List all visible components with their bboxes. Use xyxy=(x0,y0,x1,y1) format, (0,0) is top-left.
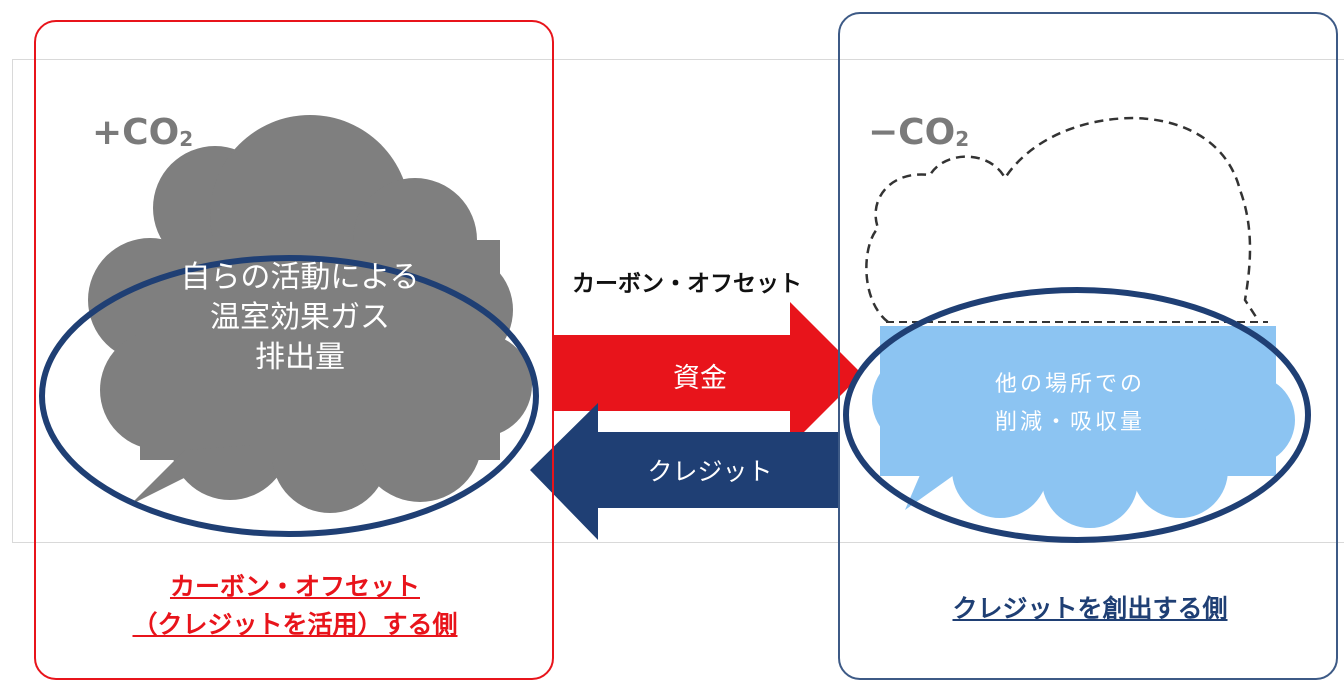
diagram-graphics xyxy=(39,115,1311,543)
credit-creator-label: クレジットを創出する側 xyxy=(952,594,1228,623)
minus-co2-label: −CO2 xyxy=(868,112,970,153)
carbon-offset-label: カーボン・オフセット xyxy=(572,271,802,297)
absorption-line-2: 削減・吸収量 xyxy=(994,410,1145,435)
emission-line-3: 排出量 xyxy=(255,340,345,375)
credit-label: クレジット xyxy=(647,457,773,486)
absorption-cloud-text: 他の場所での 削減・吸収量 xyxy=(960,366,1180,442)
emission-line-1: 自らの活動による xyxy=(180,260,420,295)
emission-line-2: 温室効果ガス xyxy=(210,300,390,335)
left-highlight-ellipse xyxy=(39,255,539,537)
offsetting-side-label: カーボン・オフセット （クレジットを活用）する側 xyxy=(132,572,458,639)
right-highlight-ellipse xyxy=(843,287,1311,543)
absorption-line-1: 他の場所での xyxy=(994,372,1145,397)
absorption-cloud xyxy=(872,326,1295,528)
funds-arrow xyxy=(553,302,862,446)
credit-arrow xyxy=(530,403,838,540)
funds-label: 資金 xyxy=(673,363,727,394)
emission-cloud-text: 自らの活動による 温室効果ガス 排出量 xyxy=(150,258,450,378)
plus-co2-label: +CO2 xyxy=(92,112,194,153)
